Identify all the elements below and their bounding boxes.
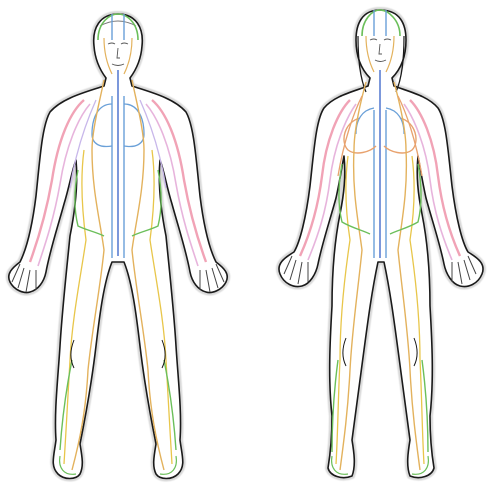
female-figure — [279, 10, 483, 478]
male-figure — [9, 14, 228, 479]
female-outline — [279, 10, 483, 478]
